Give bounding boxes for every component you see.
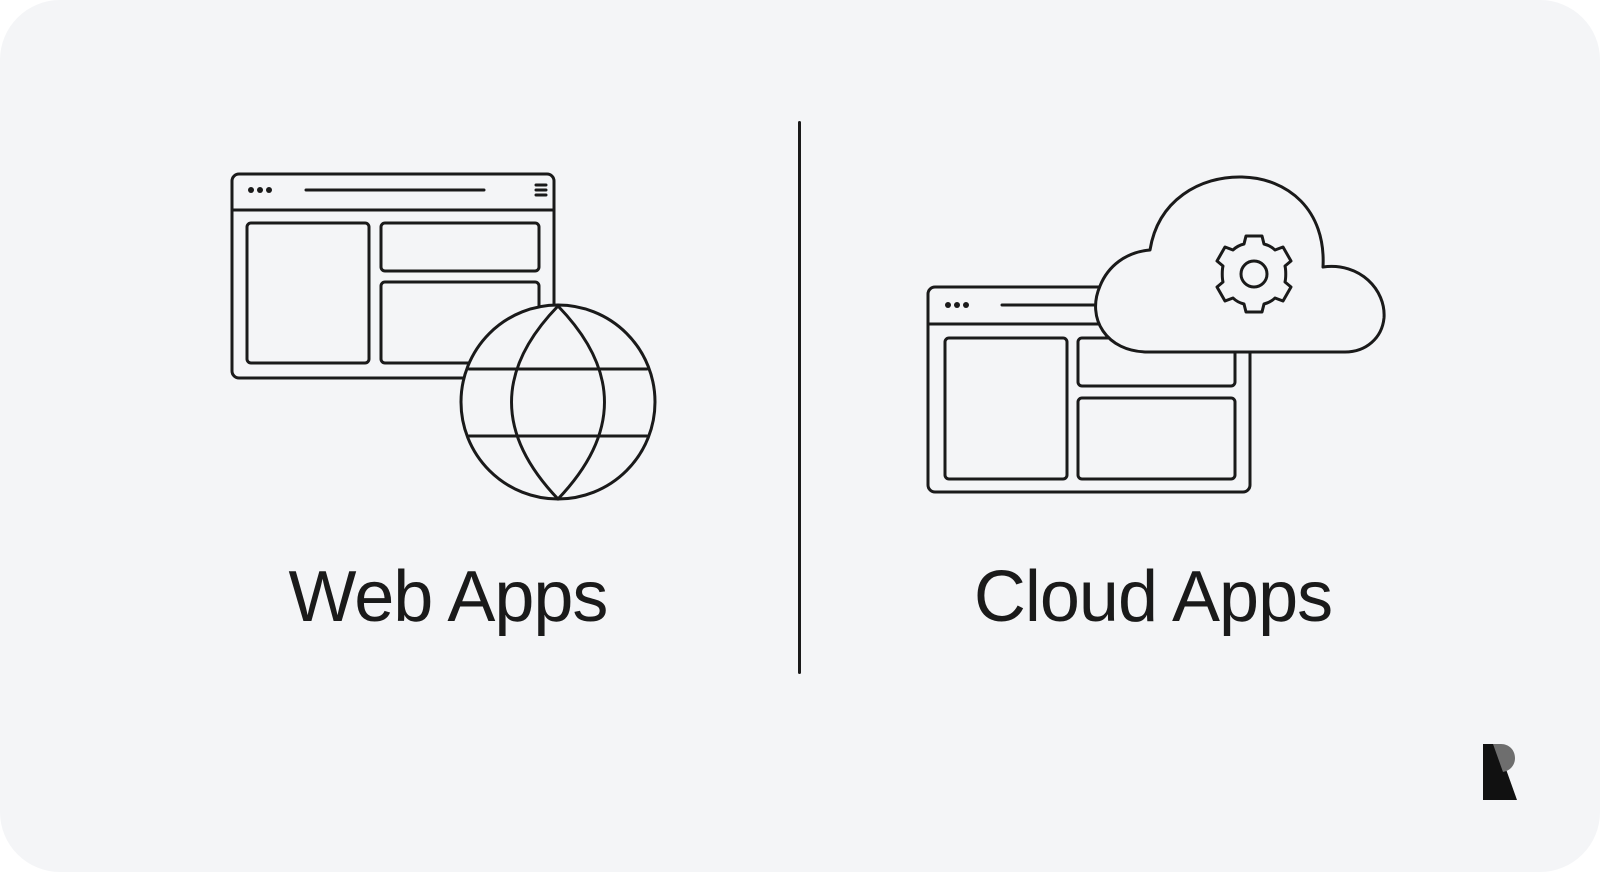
web-apps-illustration xyxy=(228,170,668,510)
web-apps-label: Web Apps xyxy=(288,557,609,637)
browser-window-dots-icon xyxy=(248,187,272,193)
browser-window-frame xyxy=(926,285,1252,494)
browser-panel-bottom-right xyxy=(1076,396,1237,481)
globe-icon xyxy=(459,303,657,501)
r-logo-icon xyxy=(1483,742,1517,800)
browser-panel-left xyxy=(245,221,371,365)
cloud-apps-illustration xyxy=(920,170,1386,500)
browser-cloud-gear-icon xyxy=(926,175,1386,494)
browser-globe-icon xyxy=(230,172,657,501)
browser-panel-left xyxy=(943,336,1069,481)
cloud-icon xyxy=(1094,175,1386,354)
browser-panel-top-right xyxy=(379,221,541,273)
browser-window-frame xyxy=(230,172,556,380)
section-divider xyxy=(798,121,801,674)
gear-icon xyxy=(1215,234,1293,314)
browser-window-dots-icon xyxy=(945,302,969,308)
cloud-apps-label: Cloud Apps xyxy=(973,557,1333,637)
